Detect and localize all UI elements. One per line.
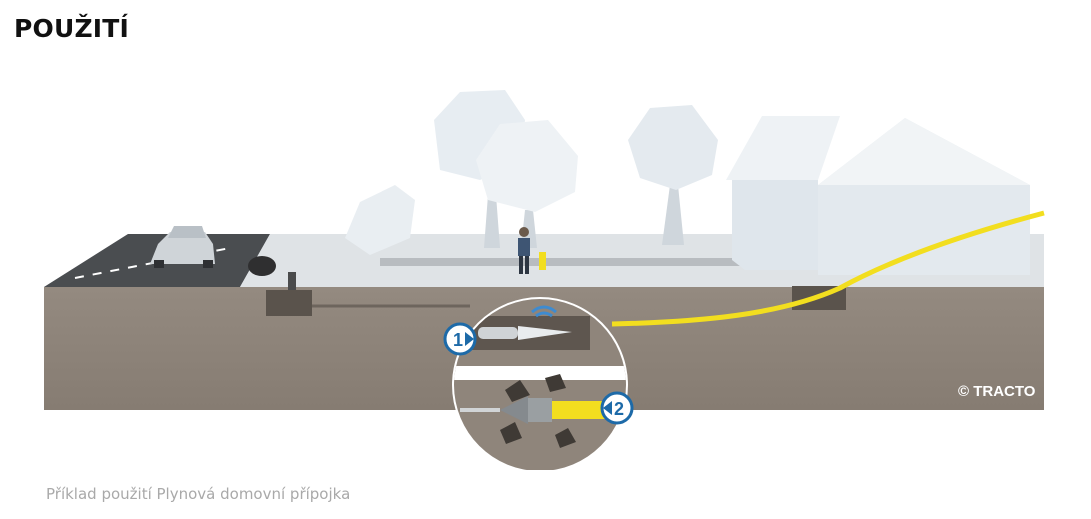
step-1-number: 1 <box>453 330 463 350</box>
arrow-left-icon <box>603 401 612 415</box>
trees <box>345 90 718 255</box>
detail-view <box>452 297 628 470</box>
image-caption: Příklad použití Plynová domovní přípojka <box>46 485 351 503</box>
arrow-right-icon <box>465 332 474 346</box>
step-2-number: 2 <box>614 399 624 419</box>
signal-icon <box>531 305 557 318</box>
launch-pit <box>266 290 312 316</box>
car <box>150 226 215 268</box>
worker <box>518 227 546 274</box>
gas-pipe <box>611 210 1045 327</box>
house <box>726 116 1030 275</box>
page-title: POUŽITÍ <box>14 14 130 43</box>
step-1-badge: 1 <box>443 322 477 356</box>
tracto-watermark: © TRACTO <box>958 383 1036 400</box>
usage-illustration: 1 2 © TRACTO <box>44 90 1045 470</box>
step-2-badge: 2 <box>600 391 634 425</box>
